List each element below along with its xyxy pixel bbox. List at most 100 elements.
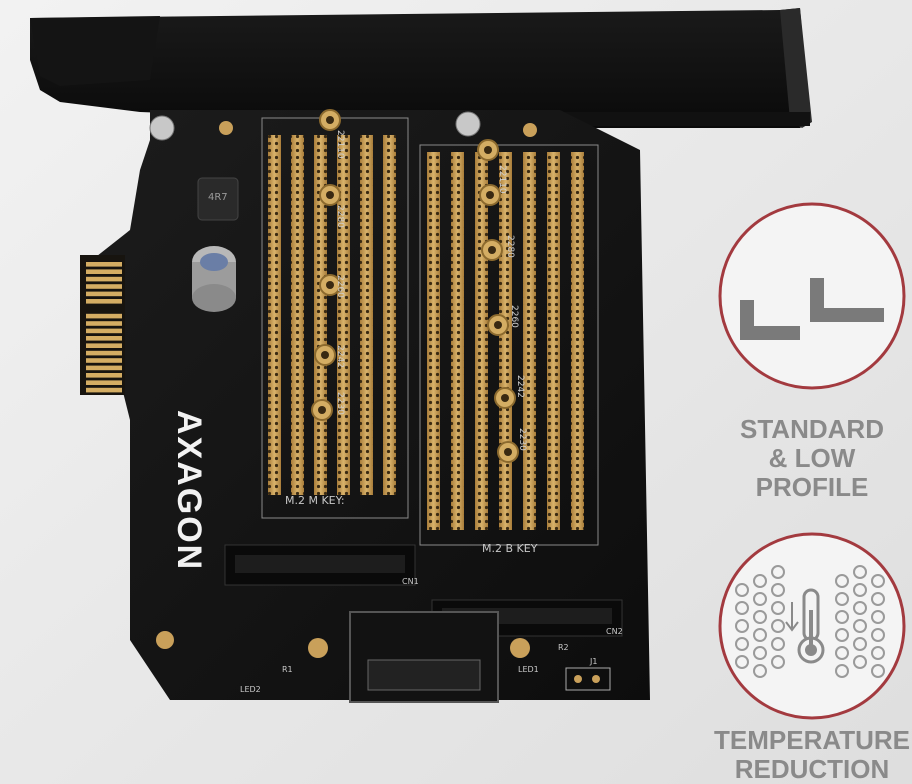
gold-finger bbox=[86, 365, 122, 371]
r2-label: R2 bbox=[558, 643, 569, 652]
heat-dot bbox=[871, 628, 885, 642]
gold-finger bbox=[86, 336, 122, 341]
screw bbox=[149, 115, 175, 141]
size-label: 2230 bbox=[335, 392, 345, 415]
pcb-board: 4R7 bbox=[80, 109, 650, 703]
screw bbox=[455, 111, 481, 137]
brand-logo: AXAGON bbox=[170, 410, 208, 571]
pci-bracket bbox=[30, 8, 812, 128]
heat-dot bbox=[835, 646, 849, 660]
strip-holes bbox=[451, 152, 464, 530]
gold-finger bbox=[86, 343, 122, 348]
strip-holes bbox=[360, 135, 373, 495]
heat-dot bbox=[753, 610, 767, 624]
strip-holes bbox=[475, 152, 488, 530]
size-label: 2242 bbox=[335, 345, 345, 368]
mount-post-hole bbox=[488, 246, 496, 254]
gold-finger bbox=[86, 328, 122, 334]
strip-holes bbox=[291, 135, 304, 495]
heat-dot bbox=[771, 619, 785, 633]
strip-holes bbox=[268, 135, 281, 495]
led1-label: LED1 bbox=[518, 665, 539, 674]
heat-dot bbox=[753, 628, 767, 642]
mount-post-hole bbox=[486, 191, 494, 199]
gold-finger bbox=[86, 284, 122, 289]
mount-post-hole bbox=[321, 351, 329, 359]
feature-label-line: PROFILE bbox=[755, 472, 869, 503]
feature-label-line: REDUCTION bbox=[734, 754, 890, 784]
heat-dot bbox=[735, 601, 749, 615]
led2-label: LED2 bbox=[240, 685, 261, 694]
m2-m-key-connector bbox=[224, 544, 416, 586]
b-key-label: M.2 B KEY bbox=[482, 542, 538, 555]
feature-label-line: STANDARD bbox=[740, 414, 884, 444]
heat-dot bbox=[735, 655, 749, 669]
size-label: 2280 bbox=[505, 235, 515, 258]
heat-dot bbox=[771, 565, 785, 579]
size-label: 2260 bbox=[335, 275, 345, 298]
heat-dot bbox=[735, 619, 749, 633]
heat-dot bbox=[871, 646, 885, 660]
mount-post-hole bbox=[318, 406, 326, 414]
heat-dot bbox=[853, 637, 867, 651]
heat-dot bbox=[853, 619, 867, 633]
mount-post-hole bbox=[501, 394, 509, 402]
heat-dot bbox=[771, 601, 785, 615]
gold-finger bbox=[86, 373, 122, 378]
mount-post-hole bbox=[326, 116, 334, 124]
sata-connector bbox=[349, 611, 499, 703]
mount-post-hole bbox=[504, 448, 512, 456]
gold-finger bbox=[86, 350, 122, 356]
gold-finger bbox=[86, 276, 122, 282]
gold-finger bbox=[86, 321, 122, 326]
heat-dot bbox=[835, 628, 849, 642]
heat-dot bbox=[771, 637, 785, 651]
feature-label-profile: STANDARD & LOW PROFILE bbox=[722, 414, 902, 503]
heat-dot bbox=[835, 574, 849, 588]
size-label: 2242 bbox=[515, 375, 525, 398]
heat-dot bbox=[853, 583, 867, 597]
heat-dot bbox=[735, 583, 749, 597]
r1-label: R1 bbox=[282, 665, 293, 674]
m-key-label: M.2 M KEY: bbox=[285, 494, 345, 507]
strip-holes bbox=[571, 152, 584, 530]
heat-dot bbox=[753, 574, 767, 588]
mount-post-hole bbox=[494, 321, 502, 329]
strip-holes bbox=[547, 152, 560, 530]
gold-finger bbox=[86, 291, 122, 297]
feature-label-line: TEMPERATURE bbox=[714, 725, 910, 755]
gold-finger bbox=[86, 380, 122, 385]
heat-dot bbox=[735, 637, 749, 651]
gold-finger bbox=[86, 358, 122, 363]
heat-dot bbox=[835, 592, 849, 606]
heat-dot bbox=[853, 655, 867, 669]
heat-dot bbox=[771, 583, 785, 597]
mount-post-hole bbox=[326, 191, 334, 199]
bracket-profile-icon bbox=[718, 202, 906, 390]
strip-holes bbox=[427, 152, 440, 530]
gold-finger bbox=[86, 313, 122, 319]
size-label: 22110 bbox=[497, 165, 507, 194]
pcie-gold-fingers bbox=[80, 255, 125, 395]
heat-dot bbox=[753, 646, 767, 660]
heat-dot bbox=[753, 592, 767, 606]
b-key-slot-area bbox=[419, 144, 599, 546]
mount-post-hole bbox=[326, 281, 334, 289]
gold-finger bbox=[86, 299, 122, 304]
heat-dot bbox=[871, 664, 885, 678]
gold-finger bbox=[86, 269, 122, 274]
size-label: 2280 bbox=[335, 205, 345, 228]
cn2-label: CN2 bbox=[606, 627, 623, 636]
mount-post-hole bbox=[484, 146, 492, 154]
cn1-label: CN1 bbox=[402, 577, 419, 586]
heat-dot bbox=[753, 664, 767, 678]
jumper bbox=[565, 667, 611, 691]
capacitor bbox=[192, 246, 236, 312]
feature-label-temperature: TEMPERATURE REDUCTION bbox=[712, 725, 912, 784]
heat-dot bbox=[871, 592, 885, 606]
heat-dot bbox=[853, 601, 867, 615]
gold-finger bbox=[86, 262, 122, 267]
heat-dot bbox=[853, 565, 867, 579]
feature-label-line: & LOW bbox=[768, 443, 856, 474]
strip-holes bbox=[523, 152, 536, 530]
